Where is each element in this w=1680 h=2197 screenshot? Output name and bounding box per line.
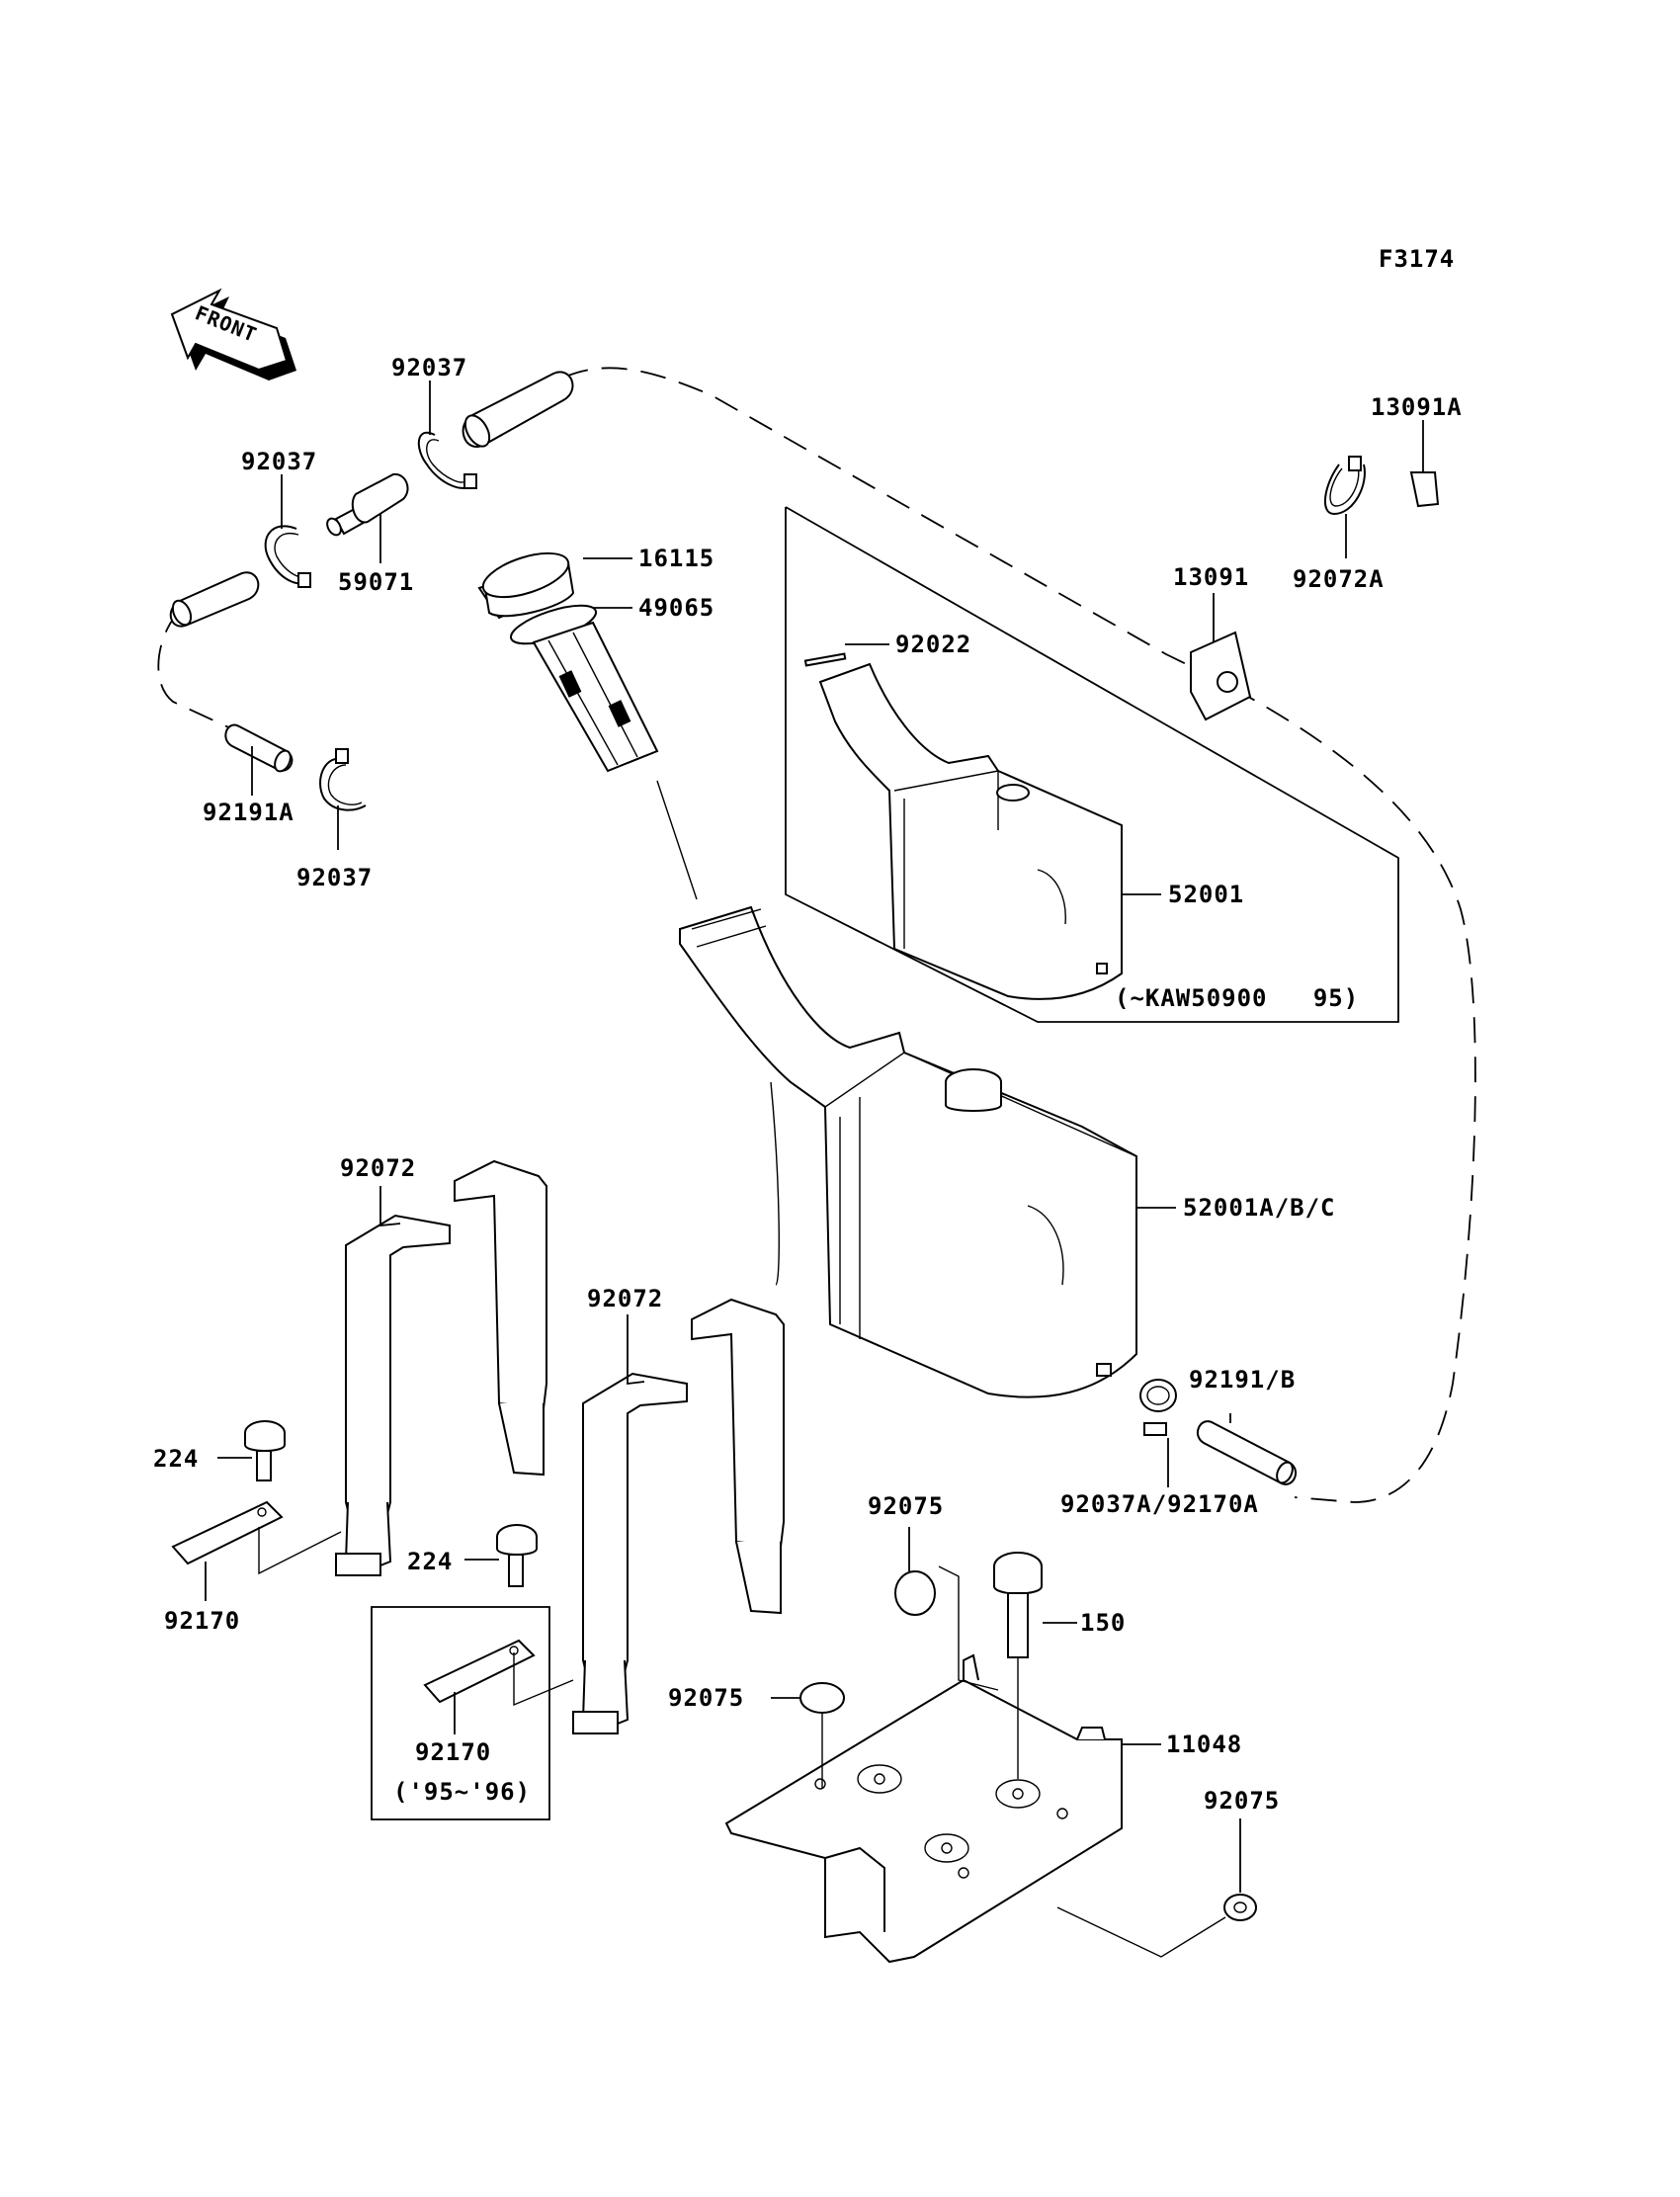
pin-92022-icon [803, 652, 847, 667]
front-arrow-icon: FRONT [170, 288, 296, 380]
plate-92170-box-icon [423, 1639, 536, 1704]
callout-13091: 13091 [1173, 563, 1249, 591]
callout-92191A: 92191A [203, 799, 294, 826]
clip-13091A-icon [1409, 471, 1440, 508]
callout-92037-left: 92037 [241, 448, 317, 475]
hose-routing-line [562, 367, 1476, 1503]
callout-92075-top: 92075 [868, 1492, 944, 1520]
plate-92170-left-icon [171, 1500, 284, 1565]
hose-top-icon [462, 371, 574, 448]
bolt-150-icon [993, 1552, 1043, 1658]
oil-tank-52001-icon [818, 662, 1123, 1000]
hose-92191B-icon [1197, 1420, 1297, 1485]
callout-92191B: 92191/B [1189, 1366, 1296, 1394]
callout-92075-right: 92075 [1204, 1787, 1280, 1815]
clamp-92037-left-icon [264, 525, 311, 588]
clamp-92037-top-icon [417, 431, 477, 489]
inset-box-52001 [785, 506, 1399, 1023]
callout-49065: 49065 [638, 594, 714, 622]
callout-92037-top: 92037 [391, 354, 467, 381]
callout-92072-mid: 92072 [587, 1285, 663, 1312]
bolt-224-left-icon [244, 1420, 286, 1481]
leader-lines [205, 380, 1424, 1958]
clamp-92037-low-icon [319, 748, 367, 811]
hose-92191A-icon [224, 723, 294, 773]
callout-92072A: 92072A [1293, 565, 1385, 593]
bolt-224-mid-icon [496, 1524, 538, 1587]
figure-code: F3174 [1379, 245, 1455, 273]
strap-92072-mid-icon [572, 1372, 688, 1734]
clamp-92037A-icon [1139, 1379, 1177, 1436]
callout-52001: 52001 [1168, 881, 1244, 908]
callout-92037A-92170A: 92037A/92170A [1060, 1490, 1259, 1518]
connector-59071-icon [326, 472, 409, 537]
strainer-49065-icon [509, 604, 659, 773]
strap-92072-left-icon [335, 1214, 451, 1576]
grommet-92075-top-icon [894, 1570, 936, 1616]
grommet-92075-mid-icon [799, 1682, 845, 1714]
callout-150: 150 [1080, 1609, 1126, 1637]
callout-52001ABC: 52001A/B/C [1183, 1194, 1336, 1222]
strap-92072-left-rear-icon [454, 1159, 547, 1477]
damper-13091-icon [1190, 631, 1252, 721]
washer-92075-right-icon [1223, 1894, 1257, 1921]
callout-92170-left: 92170 [164, 1607, 240, 1635]
callout-kaw50900: (~KAW50900 95) [1115, 984, 1359, 1012]
callout-13091A: 13091A [1371, 393, 1463, 421]
callout-labels: 92037 92037 59071 16115 49065 92191A 920… [153, 354, 1463, 1815]
callout-years: ('95~'96) [393, 1778, 531, 1806]
callout-224-left: 224 [153, 1445, 199, 1473]
strainer-leader [656, 780, 698, 900]
callout-92075-mid: 92075 [668, 1684, 744, 1712]
bracket-11048-icon [724, 1653, 1123, 1964]
callout-92170-box: 92170 [415, 1738, 491, 1766]
tank-cap-16115-icon [477, 551, 575, 620]
callout-92037-low: 92037 [296, 864, 373, 891]
callout-92072-left: 92072 [340, 1154, 416, 1182]
callout-224-mid: 224 [407, 1548, 453, 1575]
inset-box-92170 [371, 1606, 550, 1820]
callout-59071: 59071 [338, 568, 414, 596]
strap-92072-mid-rear-icon [691, 1298, 785, 1615]
callout-92022: 92022 [895, 631, 971, 658]
callout-16115: 16115 [638, 545, 714, 572]
hose-routing-line-left [157, 610, 238, 732]
hose-left-icon [169, 571, 260, 628]
oil-tank-52001ABC-icon [679, 905, 1137, 1398]
clamp-92072A-icon [1323, 456, 1366, 516]
callout-11048: 11048 [1166, 1731, 1242, 1758]
